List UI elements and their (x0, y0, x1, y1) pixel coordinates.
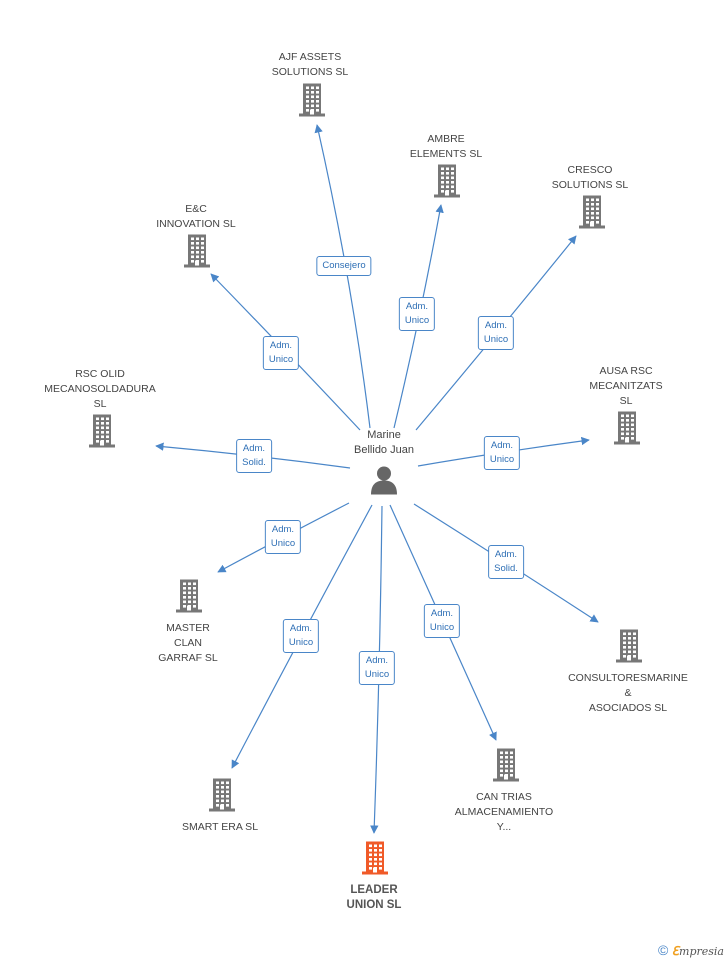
company-name-consult[interactable]: CONSULTORESMARINE & ASOCIADOS SL (568, 672, 688, 714)
role-badge-ambre: Adm. Unico (398, 297, 436, 331)
company-name-smart[interactable]: SMART ERA SL (181, 821, 259, 833)
footer-brand: © ℇmpresia (658, 942, 724, 958)
company-name-rsc[interactable]: RSC OLID MECANOSOLDADURA SL (44, 368, 156, 410)
building-icon-rsc (89, 414, 115, 448)
company-name-cantrias[interactable]: CAN TRIAS ALMACENAMIENTO Y... (454, 791, 554, 833)
role-badge-leader: Adm. Unico (358, 651, 396, 685)
edge-ajf (314, 124, 371, 429)
role-badge-smart: Adm. Unico (282, 619, 320, 653)
role-badge-cresco: Adm. Unico (477, 316, 515, 350)
person-name[interactable]: Marine Bellido Juan (354, 429, 414, 456)
building-icon[interactable] (296, 83, 328, 122)
building-icon[interactable] (611, 411, 643, 450)
role-badge-ausa: Adm. Unico (483, 436, 521, 470)
role-badge-rsc: Adm. Solid. (236, 439, 272, 473)
company-name-master[interactable]: MASTER CLAN GARRAF SL (158, 622, 218, 664)
building-icon-cresco (579, 195, 605, 229)
building-icon-cantrias (493, 748, 519, 782)
building-icon-ausa (614, 411, 640, 445)
person-icon[interactable] (369, 465, 399, 500)
building-icon[interactable] (173, 579, 205, 618)
copyright-icon: © (657, 942, 669, 958)
role-badge-ajf: Consejero (316, 256, 372, 276)
brand-name[interactable]: mpresia (679, 945, 724, 958)
building-icon[interactable] (576, 195, 608, 234)
role-badge-master: Adm. Unico (264, 520, 302, 554)
building-icon[interactable] (206, 778, 238, 817)
building-icon[interactable] (86, 414, 118, 453)
building-icon[interactable] (359, 841, 391, 880)
building-icon-enc (184, 234, 210, 268)
company-name-leader[interactable]: LEADER UNION SL (346, 884, 402, 911)
role-badge-cantrias: Adm. Unico (423, 604, 461, 638)
building-icon[interactable] (613, 629, 645, 668)
role-badge-consult: Adm. Solid. (488, 545, 524, 579)
building-icon-master (176, 579, 202, 613)
building-icon[interactable] (490, 748, 522, 787)
company-name-enc[interactable]: E&C INNOVATION SL (156, 203, 236, 230)
company-name-ausa[interactable]: AUSA RSC MECANITZATS SL (589, 365, 663, 407)
building-icon-ambre (434, 164, 460, 198)
empresia-logo-icon: ℇ (671, 944, 680, 958)
building-icon[interactable] (181, 234, 213, 273)
building-icon[interactable] (431, 164, 463, 203)
building-icon-smart (209, 778, 235, 812)
company-name-cresco[interactable]: CRESCO SOLUTIONS SL (551, 164, 629, 191)
building-icon-ajf (299, 83, 325, 117)
company-name-ajf[interactable]: AJF ASSETS SOLUTIONS SL (271, 51, 349, 78)
role-badge-enc: Adm. Unico (262, 336, 300, 370)
building-icon-leader (362, 841, 388, 875)
company-name-ambre[interactable]: AMBRE ELEMENTS SL (409, 133, 483, 160)
building-icon-consult (616, 629, 642, 663)
